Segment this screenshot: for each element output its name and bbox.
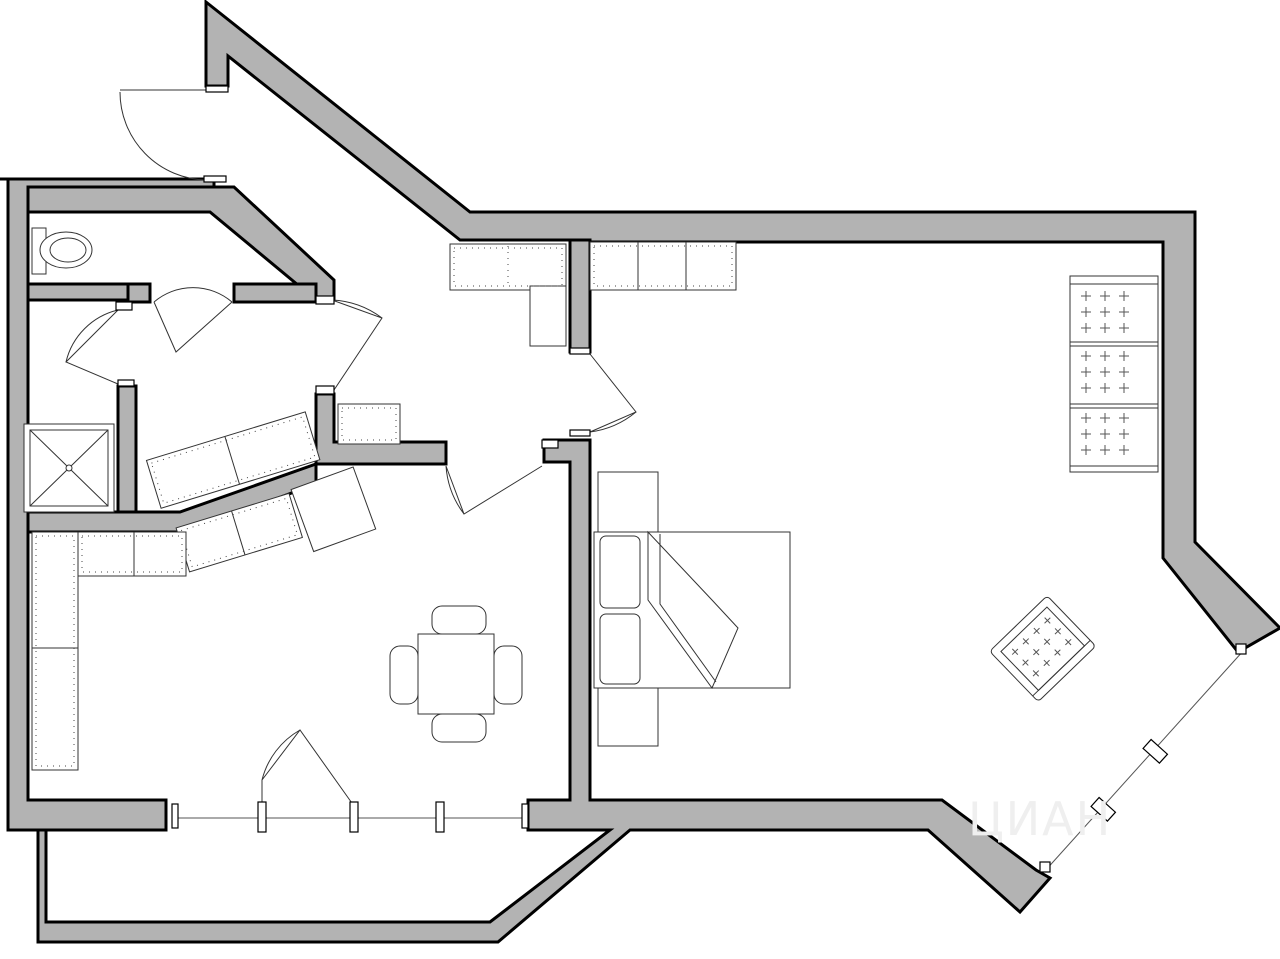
entrance-door-hinge-2 — [203, 175, 227, 183]
tuft — [1100, 429, 1110, 439]
living-window-post-3 — [1090, 796, 1117, 822]
tuft — [1081, 323, 1091, 333]
living-door-frame-bottom — [569, 429, 591, 437]
outer-wall-north-diagonal — [204, 0, 1280, 654]
living-window-post-2 — [1142, 738, 1169, 764]
angled-cabinet-upper — [145, 411, 321, 509]
tuft — [1054, 628, 1062, 635]
shower-tray — [23, 423, 115, 513]
tuft — [1065, 638, 1072, 646]
window-post-4 — [435, 801, 445, 833]
balcony-door-swing — [261, 729, 355, 807]
angled-box — [290, 466, 377, 553]
kitchen-door-frame — [541, 439, 559, 449]
bed — [593, 471, 791, 747]
tuft — [1011, 648, 1019, 655]
bathroom-door-frame-bottom — [117, 379, 135, 387]
tuft — [1032, 670, 1040, 677]
tuft — [1100, 307, 1110, 317]
outer-wall-west — [0, 177, 216, 832]
tuft — [1033, 627, 1040, 635]
wardrobe — [589, 241, 737, 291]
tuft — [1100, 323, 1110, 333]
entrance-door-swing — [119, 89, 207, 181]
window-post-5 — [521, 803, 529, 829]
tuft — [1081, 383, 1091, 393]
tuft — [1119, 323, 1129, 333]
living-window-line — [1043, 649, 1245, 873]
window-post-2 — [257, 801, 267, 833]
armchair-tufts — [1011, 617, 1072, 677]
tuft — [1119, 307, 1129, 317]
bathroom-door-swing — [65, 309, 119, 385]
wall-toilet-door-stub — [232, 282, 318, 304]
toilet-bowl — [31, 227, 93, 275]
tuft — [1100, 445, 1110, 455]
living-door-swing — [589, 353, 637, 433]
tuft — [1100, 383, 1110, 393]
hall-cabinet — [449, 243, 567, 347]
entrance-door-hinge — [205, 85, 229, 93]
tuft — [1119, 291, 1129, 301]
tuft — [1054, 649, 1061, 656]
tuft — [1081, 445, 1091, 455]
tuft — [1044, 617, 1051, 624]
window-post-1 — [171, 803, 179, 829]
tuft — [1100, 291, 1110, 301]
living-door-frame-top — [569, 347, 591, 355]
kitchen-door-swing — [445, 465, 543, 515]
bathroom-door-frame-top — [115, 301, 133, 311]
tuft — [1022, 638, 1030, 645]
wall-toilet-stub — [126, 282, 152, 304]
windows — [171, 643, 1247, 873]
tuft — [1033, 648, 1040, 656]
tuft — [1043, 659, 1050, 667]
wall-living-partition-bottom — [36, 438, 1053, 944]
tuft — [1100, 367, 1110, 377]
furniture — [23, 227, 1159, 771]
armchair — [990, 596, 1095, 701]
tuft — [1081, 429, 1091, 439]
tuft — [1119, 445, 1129, 455]
hall-door-swing — [331, 299, 383, 391]
tuft — [1043, 638, 1051, 645]
hall-shelf — [337, 403, 401, 445]
tuft — [1081, 351, 1091, 361]
wall-bathroom-east — [116, 384, 138, 514]
tuft — [1081, 291, 1091, 301]
tuft — [1100, 413, 1110, 423]
tuft — [1119, 367, 1129, 377]
upholstery-tufts — [1011, 291, 1129, 677]
tuft — [1022, 659, 1029, 666]
hall-door-frame-top — [315, 295, 335, 305]
window-post-3 — [349, 801, 359, 833]
wall-toilet-bottom — [26, 282, 130, 312]
tuft — [1119, 383, 1129, 393]
toilet-door-swing — [153, 287, 233, 353]
tuft — [1119, 429, 1129, 439]
tuft — [1081, 307, 1091, 317]
wall-living-partition-top — [568, 238, 592, 354]
tuft — [1100, 351, 1110, 361]
tuft — [1119, 351, 1129, 361]
hall-door-frame-bottom — [315, 385, 335, 395]
doors — [65, 85, 637, 807]
tuft — [1081, 413, 1091, 423]
living-window-post-4 — [1039, 861, 1051, 873]
sofa — [1069, 275, 1159, 473]
living-window-post-1 — [1235, 643, 1247, 655]
kitchen-counter — [31, 531, 187, 771]
dining-table — [389, 605, 523, 743]
tuft — [1081, 367, 1091, 377]
tuft — [1119, 413, 1129, 423]
watermark: ЦИАН — [968, 792, 1113, 846]
